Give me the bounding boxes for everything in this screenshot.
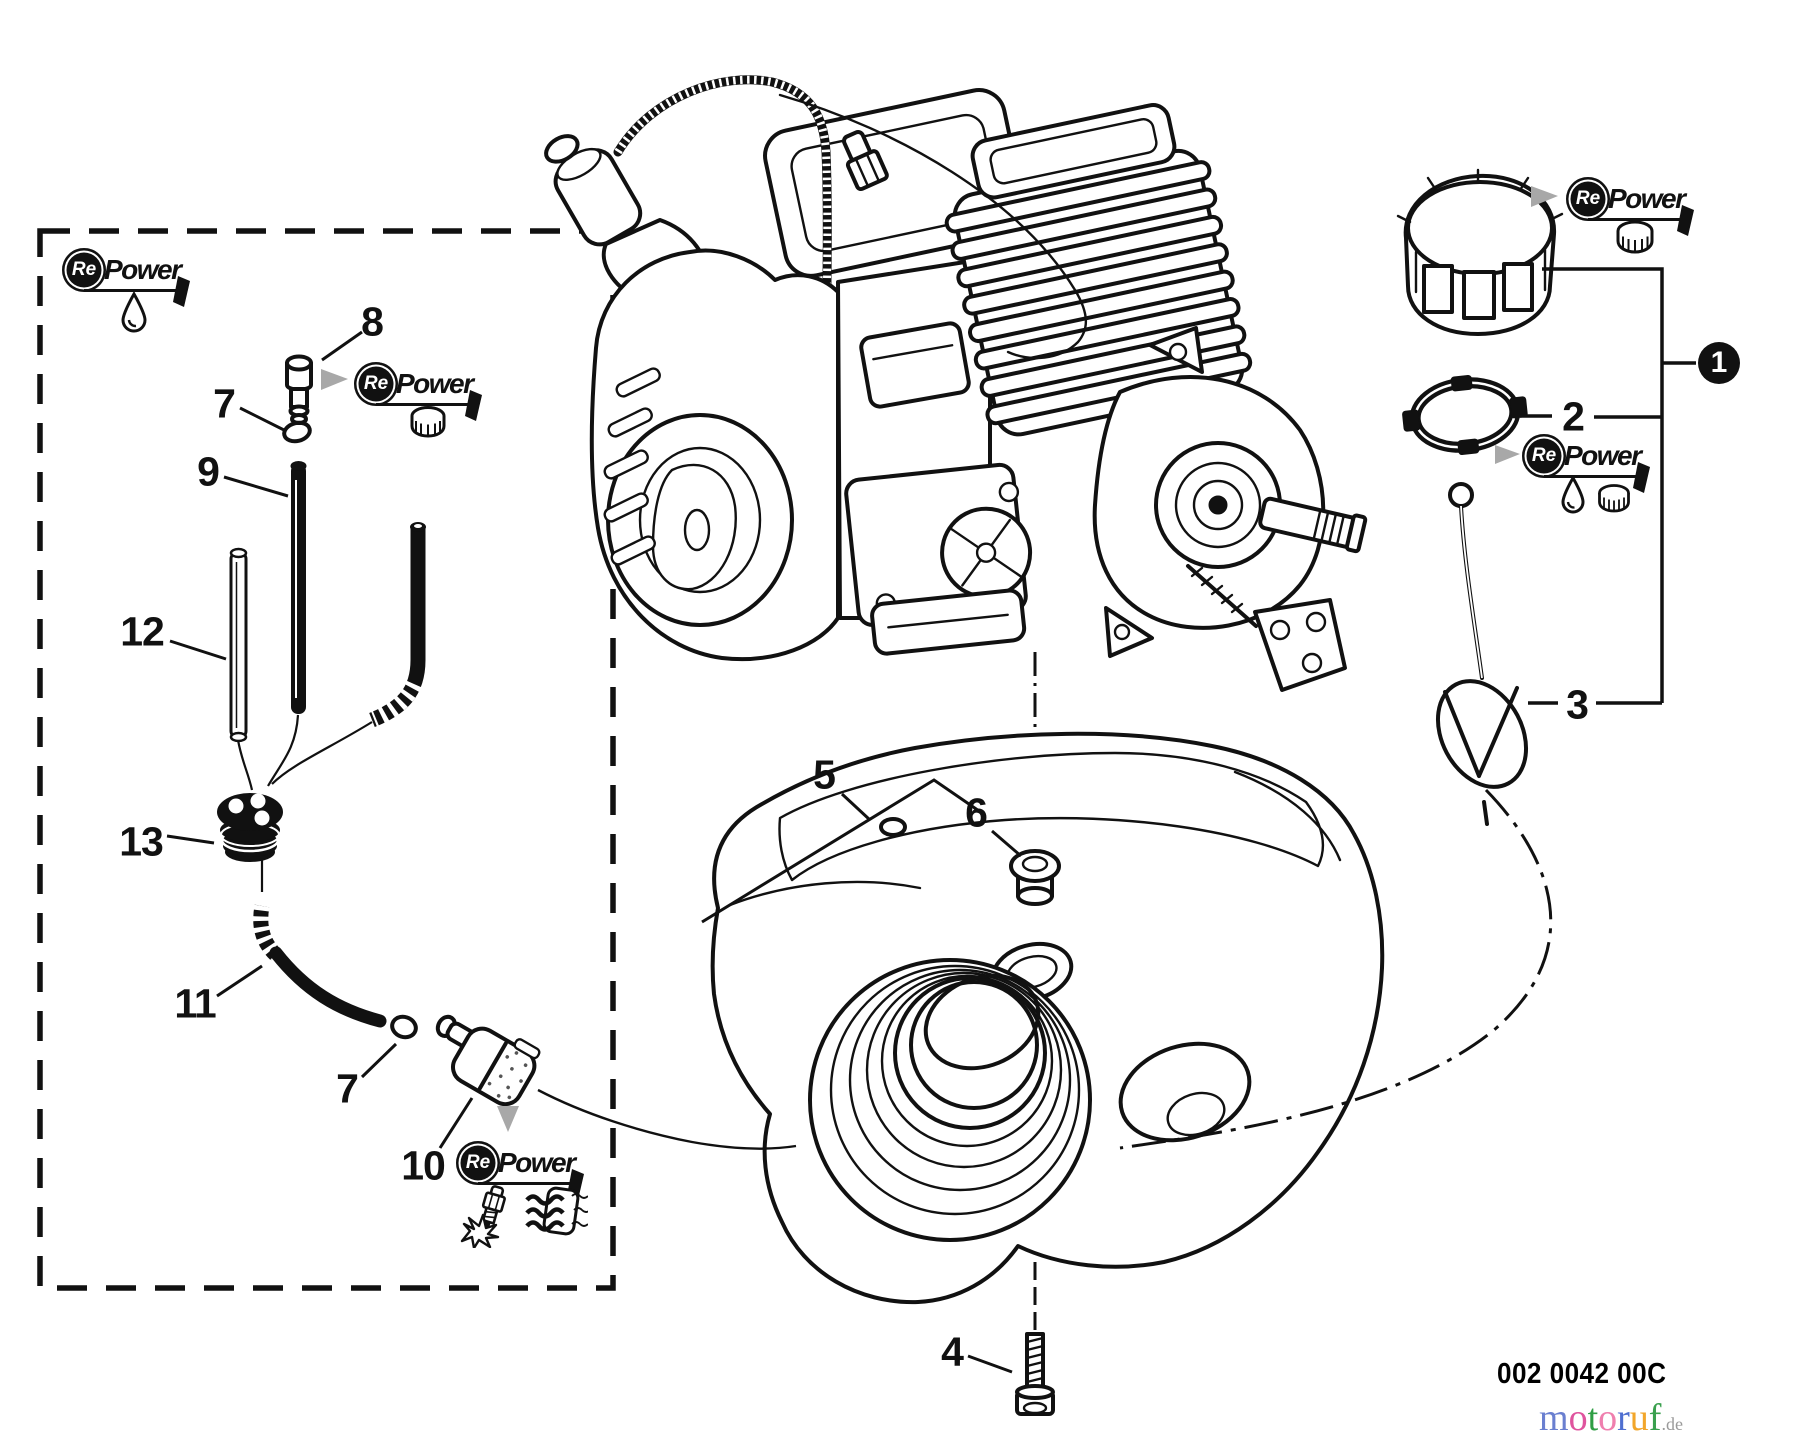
engine-assembly [544,75,1368,692]
tube-leads [236,714,373,892]
callout-8: 8 [361,298,384,345]
assembly-pin-icon [173,276,190,307]
small-cap-icon [1614,218,1656,263]
callout-11: 11 [174,980,216,1027]
small-cap-icon [408,404,448,447]
callout-10: 10 [401,1142,446,1189]
filter-leader [537,1088,797,1150]
return-line [369,522,426,727]
fuel-tube-white [229,547,248,743]
spark-plug [841,130,889,192]
repower-badge: Re Power [1522,434,1656,496]
assembly-pin-icon [1677,205,1694,236]
tank-vent-valve [285,354,313,425]
lanyard-cord [1119,788,1553,1150]
tank-spout [808,958,1092,1242]
grommet-6 [1009,849,1061,906]
callout-2: 2 [1562,393,1585,440]
o-ring-upper [282,420,312,444]
repower-logo-icon: Re [1566,177,1610,221]
diagram-number: 002 0042 00C [1497,1358,1667,1390]
callout-9: 9 [197,448,220,495]
pointer-right-icon [320,368,350,397]
fuel-tank [710,731,1385,1305]
assembly-pin-icon [1633,462,1650,493]
o-ring-lower [390,1014,418,1040]
crankcase [1092,326,1368,692]
cap-lanyard [1119,482,1553,1150]
callout-7b: 7 [336,1065,359,1112]
grommet-13 [217,793,283,862]
callout-1-badge: 1 [1698,342,1740,384]
assembly-pin-icon [465,390,482,421]
callout-6: 6 [965,789,988,836]
repower-badge: Re Power [456,1141,590,1203]
callout-13: 13 [119,818,164,865]
brand-watermark: motoruf.de [1539,1396,1683,1440]
fuel-filter [435,1014,541,1107]
callout-4: 4 [941,1328,964,1375]
brand-watermark-letters: motoruf [1539,1397,1662,1439]
repower-logo-icon: Re [62,248,106,292]
callout-bracket-1 [1520,267,1696,705]
repower-logo-icon: Re [456,1141,500,1185]
repower-logo-icon: Re [1522,434,1566,478]
carburetor [844,462,1033,656]
fuel-cap [1396,168,1564,336]
repower-badge: Re Power [62,248,196,310]
air-filter-icon [524,1186,591,1249]
pointer-down-icon [497,1106,519,1132]
tank-bolt [1015,1332,1055,1416]
fuel-line-11 [252,904,387,1028]
kit-boundary-box [37,228,616,1291]
small-cap-icon [1596,482,1632,521]
callout-leaders [166,330,1022,1374]
callout-5: 5 [813,751,836,798]
fuel-tube-black [290,461,307,714]
pointer-right-icon [1494,444,1522,471]
callout-12: 12 [120,608,165,655]
starter-housing [589,218,840,661]
callout-7a: 7 [213,380,236,427]
repower-badge: Re Power [354,362,488,424]
droplet-icon [1560,475,1586,521]
watermark-suffix: .de [1661,1414,1683,1434]
pointer-right-icon [1530,185,1560,214]
droplet-icon [120,291,148,339]
repower-logo-icon: Re [354,362,398,406]
cap-gasket [1402,374,1528,456]
spark-plug-icon [460,1184,518,1253]
callout-3: 3 [1566,681,1589,728]
repower-badge: Re Power [1566,177,1700,239]
